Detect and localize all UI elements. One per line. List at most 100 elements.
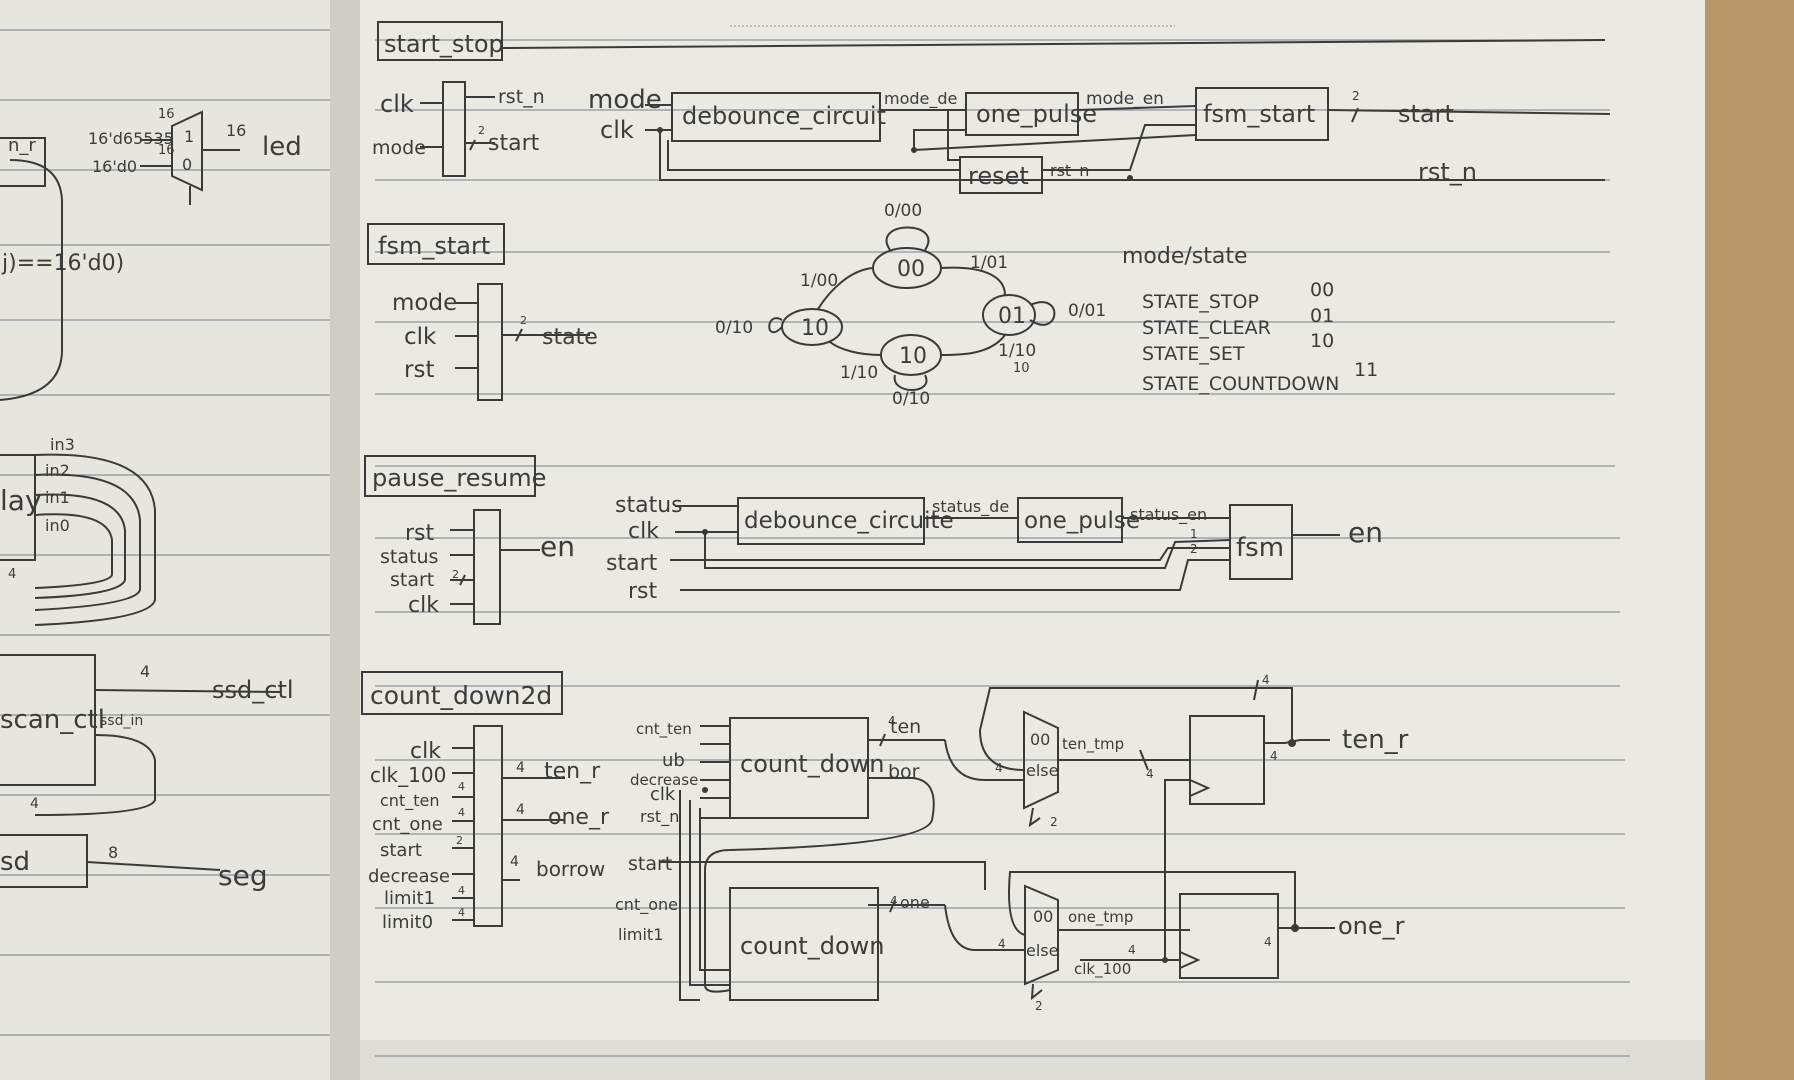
diagram-label: clk	[650, 784, 676, 805]
diagram-label: 4	[516, 760, 525, 776]
diagram-label: clk_100	[1074, 960, 1131, 979]
sketch-stroke	[1030, 983, 1043, 1001]
diagram-label: 4	[995, 761, 1003, 775]
diagram-label: 10	[1310, 330, 1334, 352]
diagram-label: in1	[45, 488, 70, 507]
diagram-label: 00	[1030, 730, 1050, 749]
diagram-label: 4	[890, 894, 898, 908]
diagram-label: 10	[899, 344, 927, 369]
condition-text: j)==16'd0)	[1, 251, 124, 276]
fsm-start-title-box	[367, 223, 505, 265]
diagram-label: 4	[30, 796, 39, 812]
pause-resume-title-box	[364, 455, 536, 497]
sketch-stroke	[817, 267, 874, 310]
debounce-circuit-block	[671, 92, 881, 142]
diagram-label: ten_r	[544, 759, 601, 784]
diagram-label: status	[615, 493, 683, 518]
diagram-label: 4	[8, 567, 16, 582]
stroke-group	[645, 87, 1611, 194]
diagram-label: 4	[140, 662, 150, 681]
sketch-stroke	[34, 453, 156, 626]
pause-resume-title: pause_resume	[372, 464, 546, 492]
start-stop-block	[442, 81, 466, 177]
diagram-label: 8	[108, 843, 118, 862]
diagram-label: clk	[628, 519, 659, 544]
diagram-label: ub	[662, 750, 685, 771]
sketch-stroke	[978, 687, 1293, 771]
sketch-stroke	[1127, 175, 1133, 181]
sketch-stroke	[660, 861, 986, 890]
sketch-stroke	[1291, 924, 1299, 932]
diagram-label: 2	[1050, 815, 1058, 829]
diagram-label: start	[628, 853, 672, 875]
state-legend: mode/state STATE_STOP 00 STATE_CLEAR 01 …	[1122, 244, 1378, 395]
diagram-label: mode_de	[884, 89, 957, 109]
one-pulse-label-ss: one_pulse	[976, 100, 1097, 128]
diagram-label: 4	[516, 802, 525, 818]
reset-label: reset	[968, 162, 1029, 190]
sketch-stroke	[657, 127, 663, 133]
sketch-stroke	[1028, 807, 1041, 828]
one-pulse-label-pr: one_pulse	[1024, 508, 1140, 534]
sketch-stroke	[893, 374, 928, 391]
diagram-label: 2	[1352, 89, 1360, 103]
sketch-stroke	[1139, 749, 1149, 771]
diagram-label: 0/01	[1068, 301, 1106, 321]
count-down-block-bottom	[729, 887, 879, 1001]
diagram-label: cnt_one	[615, 895, 678, 915]
diagram-label: ssd_in	[100, 713, 143, 729]
diagram-label: one_tmp	[1068, 908, 1133, 927]
diagram-label: rst	[405, 521, 435, 546]
diagram-label: start	[380, 840, 422, 861]
diagram-label: en	[1348, 516, 1383, 549]
sketch-stroke	[1164, 779, 1190, 806]
debounce-circuite-block	[737, 497, 925, 545]
wire-n-r	[0, 159, 63, 401]
stroke-group	[450, 509, 540, 625]
register-bottom	[1179, 893, 1279, 979]
diagram-label: 4	[1262, 673, 1270, 687]
diagram-label: status_de	[932, 497, 1009, 517]
ssd-block	[0, 834, 88, 888]
seg-label: seg	[218, 859, 268, 892]
ruled-lines	[0, 29, 1630, 1057]
sketch-stroke	[1253, 679, 1259, 701]
diagram-label: rst_n	[498, 86, 545, 108]
state-node-01	[982, 294, 1036, 336]
left-page-labels: n_r 16'd65535 16'd0 16 16 16 1 0 led j)=…	[0, 107, 302, 892]
diagram-label: bor	[888, 761, 920, 783]
diagram-label: cnt_one	[372, 814, 443, 835]
fsm-start-label-ss: fsm_start	[1203, 100, 1315, 128]
diagram-label: clk_100	[370, 763, 446, 787]
diagram-label: 4	[458, 884, 465, 897]
sketch-stroke	[34, 513, 113, 589]
one-pulse-block-ss	[965, 92, 1079, 136]
diagram-label: 4	[510, 854, 519, 870]
diagram-label: 11	[1354, 359, 1378, 381]
bottom-page-shadow	[360, 1040, 1705, 1080]
diagram-label: 01	[1310, 305, 1334, 327]
diagram-label: clk	[380, 90, 414, 118]
diagram-label: else	[1026, 941, 1058, 960]
diagram-label: 4	[1128, 943, 1136, 957]
count-down2d-title-box	[361, 671, 563, 715]
pause-resume-block	[473, 509, 501, 625]
sketch-stroke	[689, 800, 730, 986]
diagram-label: mode	[392, 290, 457, 316]
diagram-label: STATE_STOP	[1142, 291, 1259, 313]
debounce-circuite-label: debounce_circuite	[744, 508, 954, 534]
diagram-label: decrease	[368, 866, 450, 887]
sketch-stroke	[459, 574, 466, 586]
diagram-label: 00	[1310, 279, 1334, 301]
sketch-stroke	[702, 787, 708, 793]
diagram-label: status_en	[1130, 505, 1207, 525]
sketch-stroke	[913, 134, 1197, 151]
sketch-stroke	[34, 473, 141, 611]
diagram-label: 00	[1033, 907, 1053, 926]
sketch-stroke	[1179, 951, 1201, 969]
diagram-label: 16	[158, 143, 175, 158]
sketch-stroke	[940, 266, 1006, 296]
start-stop-title-box	[377, 21, 503, 61]
display-block	[0, 454, 36, 561]
